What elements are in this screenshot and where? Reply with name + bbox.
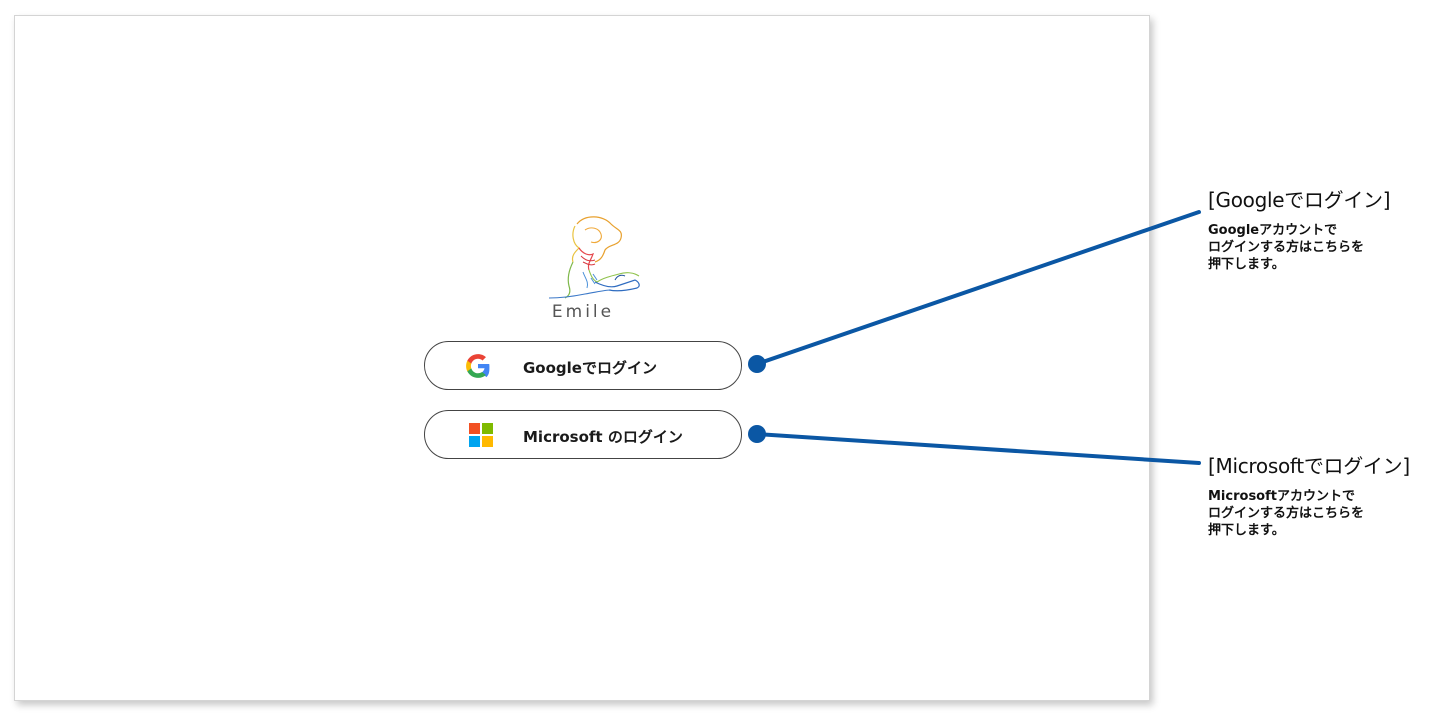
microsoft-login-button[interactable]: Microsoft のログイン [424, 410, 742, 459]
emile-logo [545, 216, 650, 326]
microsoft-login-label: Microsoft のログイン [523, 428, 683, 446]
google-login-button[interactable]: Googleでログイン [424, 341, 742, 390]
microsoft-logo-icon [469, 423, 493, 447]
ms-square-yellow [482, 436, 493, 447]
microsoft-annotation-description: Microsoftアカウントで ログインする方はこちらを 押下します。 [1208, 489, 1365, 538]
microsoft-annotation: [Microsoftでログイン] Microsoftアカウントで ログインする方… [1208, 450, 1433, 539]
ms-square-green [482, 423, 493, 434]
google-login-label: Googleでログイン [523, 359, 657, 377]
google-annotation-title: [Googleでログイン] [1208, 188, 1391, 212]
emile-line-art-logo-icon [548, 216, 640, 299]
google-annotation-description: Googleアカウントで ログインする方はこちらを 押下します。 [1208, 223, 1365, 272]
google-annotation: [Googleでログイン] Googleアカウントで ログインする方はこちらを … [1208, 184, 1433, 273]
ms-square-blue [469, 436, 480, 447]
microsoft-annotation-title: [Microsoftでログイン] [1208, 454, 1410, 478]
login-screen: Emile Googleでログイン Microsoft のログイン [14, 15, 1150, 701]
logo-text: Emile [551, 302, 615, 322]
ms-square-red [469, 423, 480, 434]
google-g-icon [466, 354, 490, 378]
